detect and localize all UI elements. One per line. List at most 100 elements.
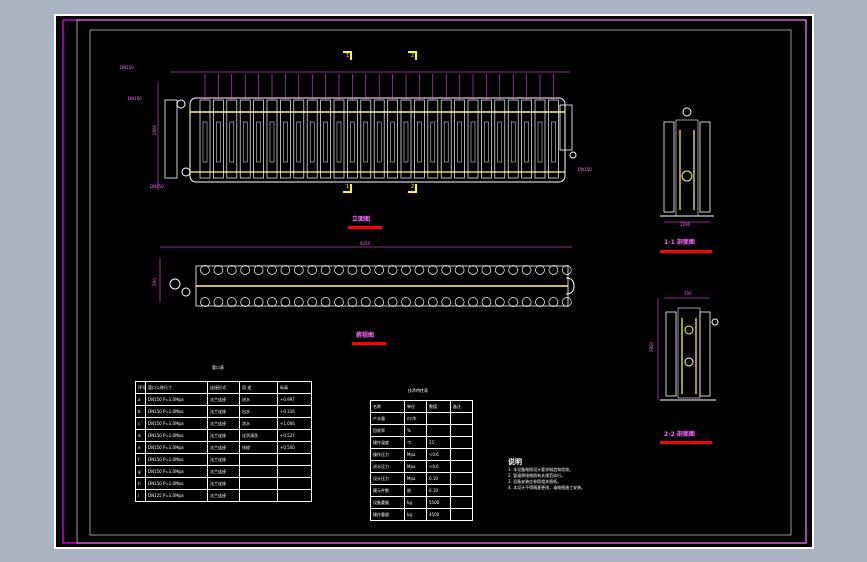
section-mark-label: 1 bbox=[346, 53, 350, 59]
table-cell bbox=[426, 424, 451, 437]
table-cell: 法兰连接 bbox=[207, 393, 240, 406]
table-cell: DN150 P=1.0Mpa bbox=[145, 429, 208, 442]
table-cell: 0.10 bbox=[426, 484, 451, 497]
table-row: 回收率% bbox=[370, 424, 473, 437]
vessel-element bbox=[296, 121, 302, 163]
vessel-end-cap bbox=[253, 265, 264, 275]
vessel-end-cap bbox=[213, 297, 224, 307]
table-cell: m³/h bbox=[404, 412, 427, 425]
vessel-end-cap bbox=[535, 265, 545, 275]
section-mark-2-top bbox=[408, 51, 417, 60]
table-cell: 法兰连接 bbox=[207, 429, 240, 442]
notes-title: 说明 bbox=[508, 458, 522, 466]
vessel-element bbox=[510, 121, 516, 163]
vessel-end-cap bbox=[334, 297, 344, 307]
table-cell: 浓水 bbox=[239, 417, 278, 430]
table-cell: DN150 P=1.0Mpa bbox=[145, 453, 208, 466]
vessel-end-cap bbox=[427, 297, 438, 307]
table-cell: DN150 P=1.0Mpa bbox=[145, 405, 208, 418]
vessel-end-cap bbox=[441, 265, 452, 275]
vessel-element bbox=[283, 121, 288, 163]
table-cell: 法兰连接 bbox=[207, 477, 240, 490]
table-header-cell: 连接形式 bbox=[207, 381, 240, 394]
section-mark-2-bottom bbox=[408, 184, 417, 193]
plan-vessel-ends bbox=[200, 265, 572, 307]
vessel-end-cap bbox=[548, 297, 559, 307]
plan-view-title-underline bbox=[352, 342, 386, 345]
table-cell: 法兰连接 bbox=[207, 489, 240, 502]
vessel-element bbox=[229, 121, 235, 163]
tech-table-title: 技术特性表 bbox=[408, 388, 428, 393]
valve-icon bbox=[181, 287, 191, 297]
table-cell bbox=[239, 465, 278, 478]
table-cell: 排放 bbox=[239, 441, 278, 454]
table-cell: <0.6 bbox=[426, 448, 451, 461]
vessel-end-cap bbox=[200, 297, 210, 307]
vessel-element bbox=[323, 121, 328, 163]
vessel-element bbox=[256, 121, 261, 163]
vessel-end-cap bbox=[548, 265, 559, 275]
table-cell bbox=[426, 412, 451, 425]
table-cell: DN150 P=1.0Mpa bbox=[145, 393, 208, 406]
vessel-end-cap bbox=[561, 265, 572, 275]
vessel-element bbox=[417, 121, 422, 163]
vessel-end-cap bbox=[481, 265, 492, 275]
table-cell bbox=[277, 489, 312, 502]
table-cell: 法兰连接 bbox=[207, 441, 240, 454]
table-cell bbox=[239, 489, 278, 502]
vessel-element bbox=[443, 121, 449, 163]
vessel-element bbox=[390, 121, 395, 163]
vessel-end-cap bbox=[213, 265, 224, 275]
valve-icon bbox=[681, 170, 693, 182]
valve-icon bbox=[684, 357, 694, 367]
table-cell: h bbox=[135, 477, 146, 490]
vessel-end-cap bbox=[454, 265, 465, 275]
valve-icon bbox=[569, 151, 577, 159]
vessel-end-cap bbox=[320, 265, 331, 275]
vessel-element bbox=[484, 121, 489, 163]
table-cell bbox=[450, 508, 473, 521]
table-cell: 操作重量 bbox=[370, 508, 405, 521]
left-pipe-rack bbox=[164, 99, 178, 179]
vessel-end-cap bbox=[280, 265, 291, 275]
section-1-title-underline bbox=[660, 250, 712, 253]
nozzle-annotation: DN150 bbox=[120, 65, 134, 70]
valve-icon bbox=[684, 325, 694, 335]
section-mark-label: 1 bbox=[346, 184, 350, 190]
table-cell: +0.997 bbox=[277, 393, 312, 406]
table-header-cell: 标高 bbox=[277, 381, 312, 394]
vessel-end-cap bbox=[387, 297, 398, 307]
table-cell bbox=[239, 453, 278, 466]
table-header-row: 序号管口公称尺寸连接形式用 途标高 bbox=[135, 381, 312, 394]
table-cell: f bbox=[135, 453, 146, 466]
vessel-element bbox=[336, 121, 342, 163]
notes-block: 说明 1. 本设备按照设计要求制造和验收。 2. 管道焊接按照有关规范执行。 3… bbox=[508, 458, 585, 491]
vessel-end-cap bbox=[360, 297, 371, 307]
valve-icon bbox=[682, 107, 692, 117]
table-cell: 膜元件数 bbox=[370, 484, 405, 497]
section-1-width-dim: 1200 bbox=[680, 222, 691, 227]
drawing-frame bbox=[76, 19, 807, 544]
table-cell: 出水 bbox=[239, 405, 278, 418]
vessel-end-cap bbox=[240, 265, 251, 275]
vessel-end-cap bbox=[521, 297, 532, 307]
vessel-end-cap bbox=[200, 265, 210, 275]
table-cell: 操作温度 bbox=[370, 436, 405, 449]
plan-width-dim: 900 bbox=[151, 278, 157, 286]
elbow-icon bbox=[565, 277, 575, 295]
vessel-end-cap bbox=[508, 265, 519, 275]
table-cell: ℃ bbox=[404, 436, 427, 449]
vessel-end-cap bbox=[293, 297, 304, 307]
table-cell: 回收率 bbox=[370, 424, 405, 437]
table-cell: 法兰连接 bbox=[207, 417, 240, 430]
